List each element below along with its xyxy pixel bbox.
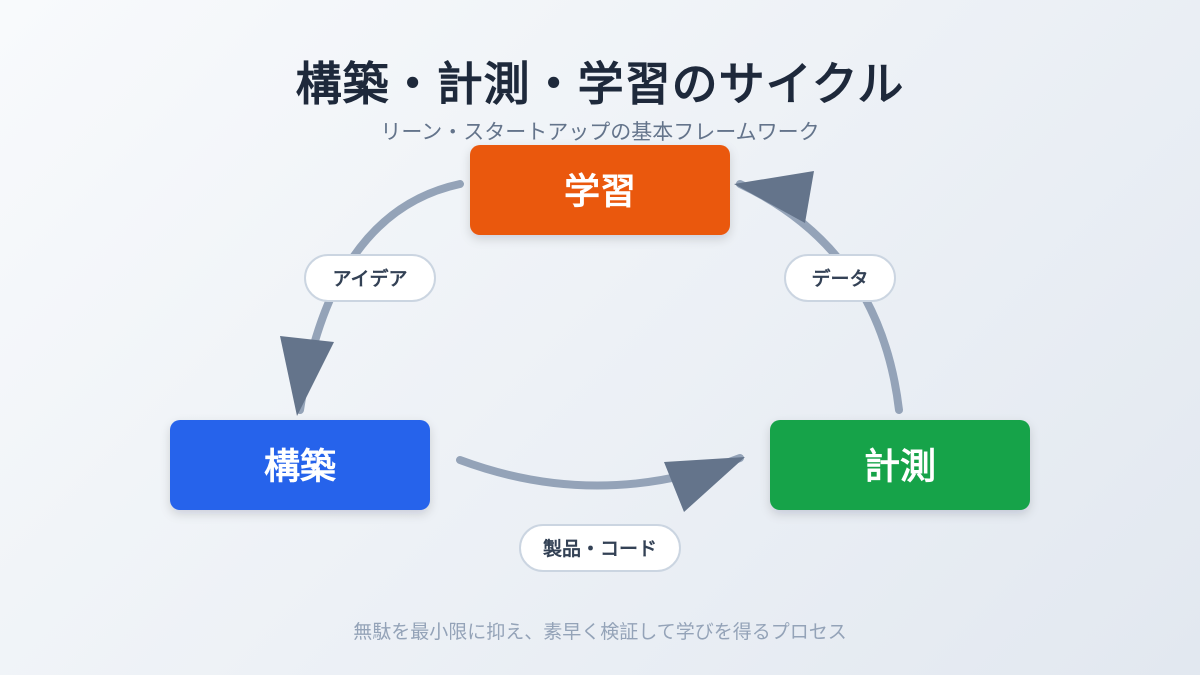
- node-build-label: 構築: [264, 447, 337, 488]
- edge-label-data-text: データ: [811, 267, 868, 290]
- node-learn: 学習: [470, 145, 730, 235]
- edge-label-idea-text: アイデア: [332, 267, 407, 290]
- arrowhead-build: [280, 336, 334, 416]
- node-build-box: [170, 420, 430, 510]
- edge-label-data: データ: [784, 254, 896, 302]
- arrowhead-measure: [664, 457, 745, 512]
- edge-label-idea: アイデア: [304, 254, 436, 302]
- node-measure: 計測: [770, 420, 1030, 510]
- footer-caption: 無駄を最小限に抑え、素早く検証して学びを得るプロセス: [353, 621, 847, 643]
- node-measure-box: [770, 420, 1030, 510]
- arrowhead-learn: [734, 171, 814, 223]
- page-title: 構築・計測・学習のサイクル: [295, 57, 905, 111]
- edge-label-product-text: 製品・コード: [542, 538, 657, 560]
- node-build: 構築: [170, 420, 430, 510]
- edge-label-product: 製品・コード: [519, 524, 681, 572]
- node-learn-box: [470, 145, 730, 235]
- node-learn-label: 学習: [564, 171, 636, 213]
- node-measure-label: 計測: [864, 447, 936, 488]
- page-subtitle: リーン・スタートアップの基本フレームワーク: [380, 120, 820, 144]
